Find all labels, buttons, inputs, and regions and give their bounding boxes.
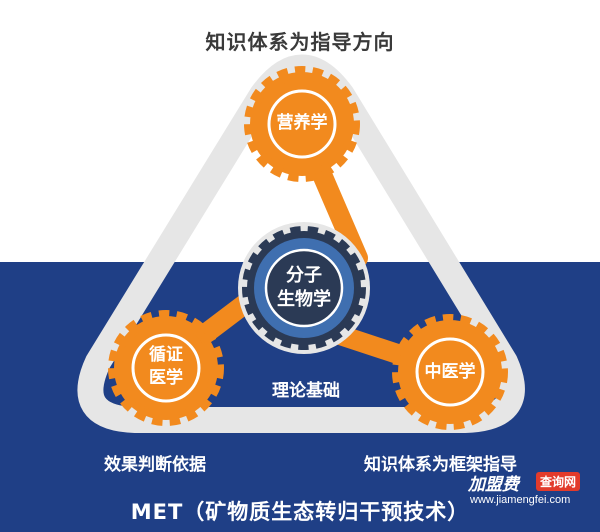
watermark-badge: 查询网 (536, 472, 581, 491)
node-evidence-line2: 医学 (149, 368, 183, 388)
met-title: MET（矿物质生态转归干预技术） (130, 500, 470, 524)
node-molecular-line2: 生物学 (277, 289, 331, 310)
watermark-brand: 加盟费 (468, 475, 519, 495)
node-molecular-line1: 分子 (286, 265, 322, 286)
node-evidence-line1: 循证 (149, 345, 183, 365)
gear-tcm (392, 314, 508, 430)
gear-molecular (238, 222, 370, 354)
gear-evidence (108, 310, 224, 426)
node-tcm-label: 中医学 (424, 362, 476, 382)
gear-nutrition (244, 66, 360, 182)
node-nutrition-label: 营养学 (276, 113, 328, 133)
framework-guide-label: 知识体系为框架指导 (364, 455, 517, 475)
watermark-logo: 加盟费 查询网 www.jiamengfei.com (468, 470, 588, 516)
triangle-frame (77, 54, 525, 433)
top-direction-label: 知识体系为指导方向 (205, 30, 395, 54)
theory-basis-label: 理论基础 (272, 381, 340, 401)
node-evidence-label: 循证 医学 (126, 344, 206, 390)
effect-basis-label: 效果判断依据 (104, 455, 206, 475)
node-molecular-label: 分子 生物学 (264, 264, 344, 312)
watermark-url: www.jiamengfei.com (470, 494, 571, 506)
